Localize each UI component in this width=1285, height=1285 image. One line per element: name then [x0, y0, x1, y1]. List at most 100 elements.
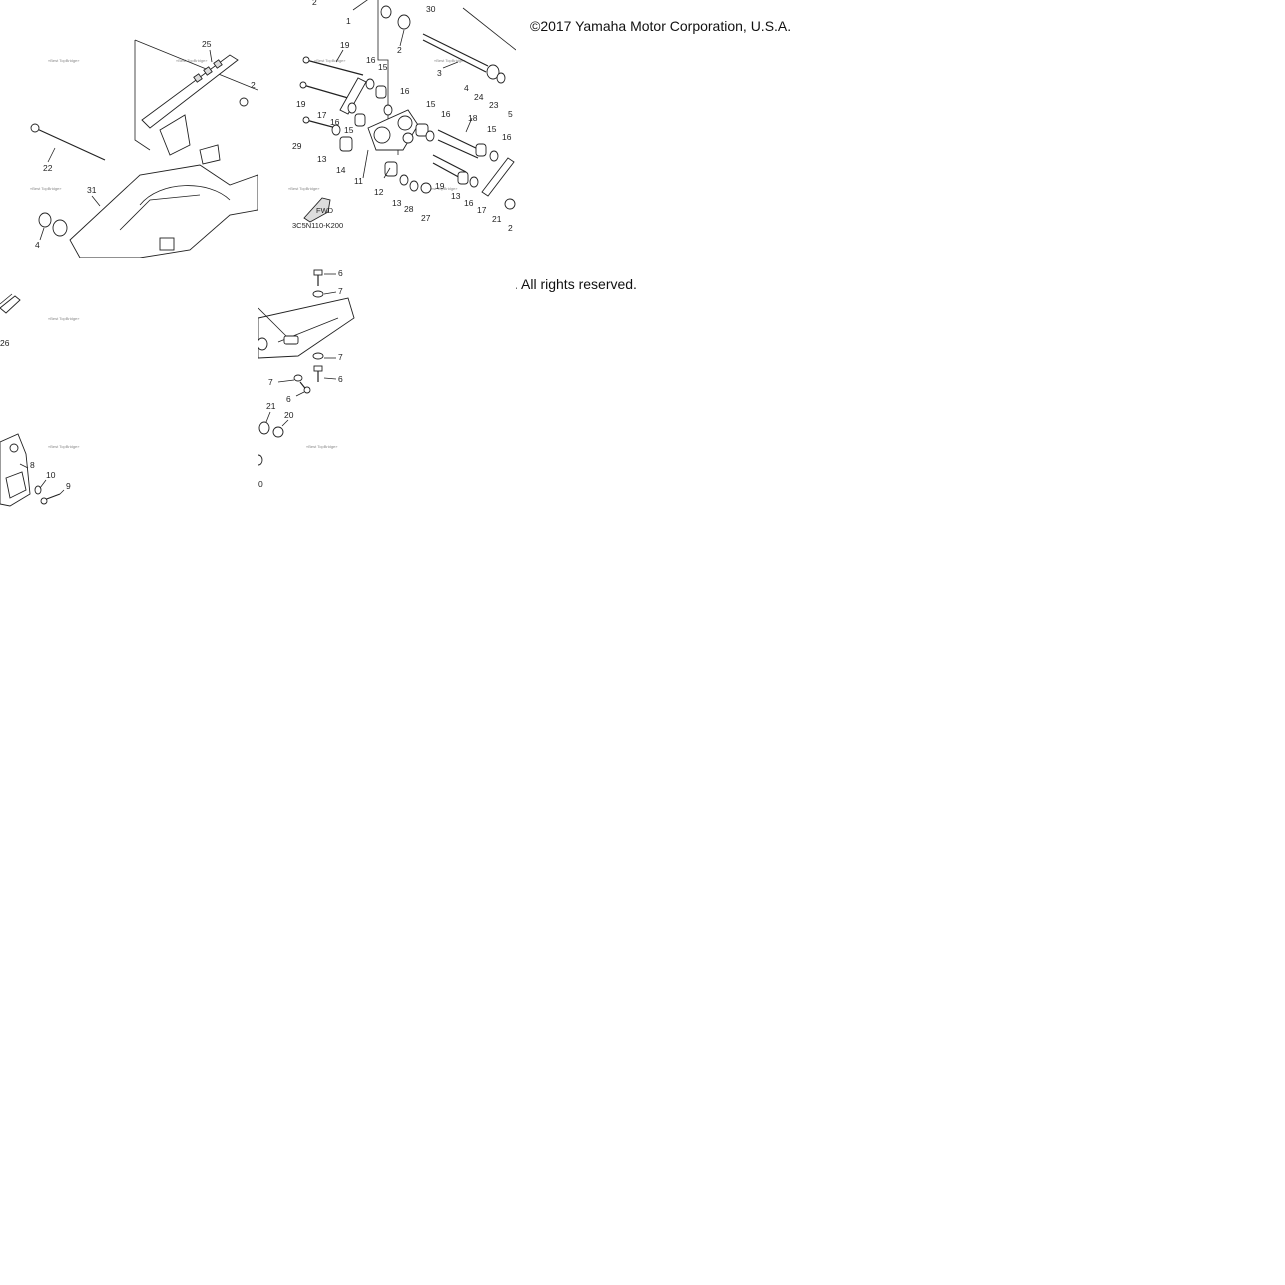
- callout-leader: [362, 149, 369, 179]
- washer-part: [347, 102, 357, 114]
- callout-leader: [281, 419, 289, 427]
- collar-part: [397, 14, 411, 30]
- callout-number: 6: [286, 394, 291, 404]
- callout-leader: [323, 377, 337, 380]
- collar-part: [380, 5, 392, 19]
- callout-number: 2: [508, 223, 513, 233]
- collar-shaft-part: [432, 154, 467, 173]
- washer-part: [34, 485, 42, 495]
- callout-number: 23: [489, 100, 499, 110]
- callout-leader: [323, 291, 337, 295]
- collar-part: [486, 64, 500, 80]
- chain-case-slot: [213, 59, 223, 69]
- callout-number: 10: [46, 470, 56, 480]
- diagram-tile-middle-right: «Best TopBridge» 6 7 7: [258, 258, 516, 516]
- diagram-tile-top-left: «Best TopBridge» «Best TopBridge» «Best …: [0, 0, 258, 258]
- swingarm-frame-detail: [139, 185, 231, 206]
- callout-leader: [277, 379, 295, 383]
- chain-case-part: [141, 54, 239, 129]
- bushing-part: [38, 212, 52, 228]
- nut-part: [272, 426, 284, 438]
- shaft-part: [422, 33, 489, 67]
- bushing-part: [375, 85, 387, 99]
- chain-case-bracket-part: [159, 114, 191, 156]
- washer-part: [365, 78, 375, 90]
- callout-number: 31: [87, 185, 97, 195]
- bushing-part: [384, 161, 398, 177]
- washer-part: [383, 104, 393, 116]
- callout-number: 16: [400, 86, 410, 96]
- callout-number: 2: [397, 45, 402, 55]
- chain-adjuster-diagram: «Best TopBridge» 6 7 7: [258, 268, 355, 489]
- callout-number: 21: [266, 401, 276, 411]
- chain-case-box-outline: [134, 39, 258, 91]
- callout-number: 25: [202, 39, 212, 49]
- washer-part: [258, 421, 270, 435]
- pivot-shaft-part: [34, 127, 106, 161]
- callout-number: 1: [346, 16, 351, 26]
- chain-case-box-outline: [134, 40, 151, 151]
- relay-boss: [373, 126, 391, 144]
- chain-guide-diagram: «Best TopBridge» «Best TopBridge» 26 8 1…: [0, 293, 80, 507]
- washer-part: [331, 124, 341, 136]
- washer-part: [469, 176, 479, 188]
- callout-leader: [39, 479, 47, 489]
- linkage-diagram: «Best TopBridge» «Best TopBridge» «Best …: [288, 0, 516, 233]
- callout-number: 4: [464, 83, 469, 93]
- callout-number: 22: [43, 163, 53, 173]
- callout-number: 15: [426, 99, 436, 109]
- callout-number: 14: [336, 165, 346, 175]
- chain-slider-detail: [0, 293, 13, 305]
- watermark-label: «Best TopBridge»: [434, 58, 466, 63]
- callout-number: 24: [474, 92, 484, 102]
- callout-number: 17: [477, 205, 487, 215]
- watermark-label: «Best TopBridge»: [288, 186, 320, 191]
- adjuster-boss: [258, 337, 268, 351]
- bolt-part: [239, 97, 249, 107]
- svg-text:FWD: FWD: [316, 206, 334, 215]
- chain-guide-window: [5, 471, 27, 499]
- swingarm-frame-part: [69, 164, 258, 258]
- callout-number: 26: [0, 338, 10, 348]
- callout-number: 19: [435, 181, 445, 191]
- callout-leader: [47, 147, 56, 163]
- bolt-head: [40, 497, 48, 505]
- watermark-label: «Best TopBridge»: [176, 58, 208, 63]
- washer-part: [489, 150, 499, 162]
- relay-arm-part: [481, 157, 515, 197]
- washer-part: [399, 174, 409, 186]
- callout-leader: [442, 61, 459, 69]
- callout-number: 20: [284, 410, 294, 420]
- bolt-head: [302, 56, 310, 64]
- copyright-text: ©2017 Yamaha Motor Corporation, U.S.A.: [530, 18, 792, 34]
- bolt-head: [302, 116, 310, 124]
- pivot-shaft-head: [30, 123, 40, 133]
- callout-number: 16: [502, 132, 512, 142]
- chain-case-slot: [203, 66, 213, 76]
- collar-shaft-part: [437, 139, 479, 159]
- bolt-part: [305, 59, 364, 76]
- callout-leader: [352, 0, 368, 11]
- bolt-part: [302, 84, 349, 99]
- washer-part: [293, 374, 303, 382]
- callout-number: 16: [330, 117, 340, 127]
- callout-number: 15: [487, 124, 497, 134]
- washer-part: [496, 72, 506, 84]
- bolt-head: [313, 269, 323, 276]
- callout-number: 12: [374, 187, 384, 197]
- nut-part: [258, 454, 263, 466]
- callout-number: 5: [508, 109, 513, 119]
- chain-guide-hole: [9, 443, 19, 453]
- callout-leader: [265, 411, 271, 423]
- callout-number: 27: [421, 213, 431, 223]
- callout-number: 28: [404, 204, 414, 214]
- watermark-label: «Best TopBridge»: [314, 58, 346, 63]
- callout-number: 13: [451, 191, 461, 201]
- callout-leader: [91, 195, 101, 207]
- callout-leader: [335, 49, 344, 63]
- diagram-code: 3C5N110-K200: [292, 221, 343, 230]
- callout-number: 16: [441, 109, 451, 119]
- nut-part: [420, 182, 432, 194]
- adjuster-slot: [283, 335, 299, 345]
- chain-adjuster-part: [258, 297, 355, 359]
